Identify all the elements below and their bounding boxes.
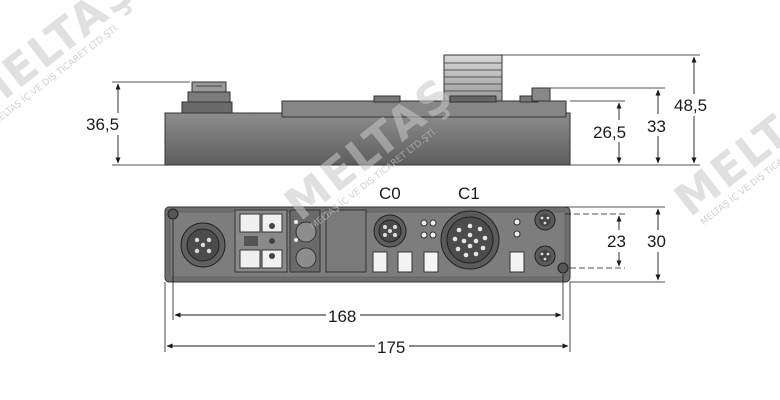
front-connector-right-top	[534, 209, 556, 231]
dim-side-right-small: 26,5	[593, 123, 626, 142]
label-tab-3	[423, 251, 439, 273]
label-tab-1	[372, 251, 388, 273]
label-c1: C1	[458, 184, 480, 203]
led-6	[513, 230, 521, 238]
side-view	[112, 54, 700, 166]
watermark-right: MELTAŞ MELTAŞ İÇ VE DIŞ TİCARET LTD.ŞTİ.	[665, 64, 780, 228]
front-connector-right-bottom	[534, 245, 556, 267]
front-connector-c1	[440, 210, 500, 270]
watermark-left: MELTAŞ MELTAŞ İÇ VE DIŞ TİCARET LTD.ŞTİ.	[0, 0, 146, 128]
dimension-labels: 36,5 26,5 33 48,5 23 30 168 175	[84, 94, 718, 358]
front-terminal-block	[234, 209, 288, 273]
front-connector-c0	[373, 214, 407, 248]
side-housing-top	[281, 100, 567, 118]
led-2	[429, 219, 437, 227]
led-1	[420, 219, 428, 227]
side-connector-right	[531, 87, 551, 102]
front-separator	[325, 209, 367, 273]
side-connector-left	[181, 81, 233, 114]
side-housing-base	[164, 112, 571, 166]
led-4	[429, 231, 437, 239]
front-connector-m12-left	[180, 222, 226, 268]
label-c0: C0	[379, 184, 401, 203]
label-tab-2	[397, 251, 413, 273]
side-connector-c1	[443, 54, 503, 103]
led-5	[513, 218, 521, 226]
dim-side-right-total: 48,5	[674, 96, 707, 115]
led-3	[420, 231, 428, 239]
dim-front-total-width: 175	[377, 338, 405, 357]
mounting-hole-left	[167, 208, 179, 220]
dim-side-right-mid: 33	[647, 117, 666, 136]
dim-front-inner-height: 23	[607, 232, 626, 251]
dim-front-inner-width: 168	[328, 307, 356, 326]
mounting-hole-right	[557, 262, 569, 274]
side-bump-1	[373, 95, 401, 103]
dim-front-total-height: 30	[647, 232, 666, 251]
label-tab-4	[509, 251, 525, 273]
dim-side-left-height: 36,5	[86, 115, 119, 134]
front-view: C0 C1	[164, 184, 665, 352]
front-indicator-panel	[289, 209, 321, 273]
